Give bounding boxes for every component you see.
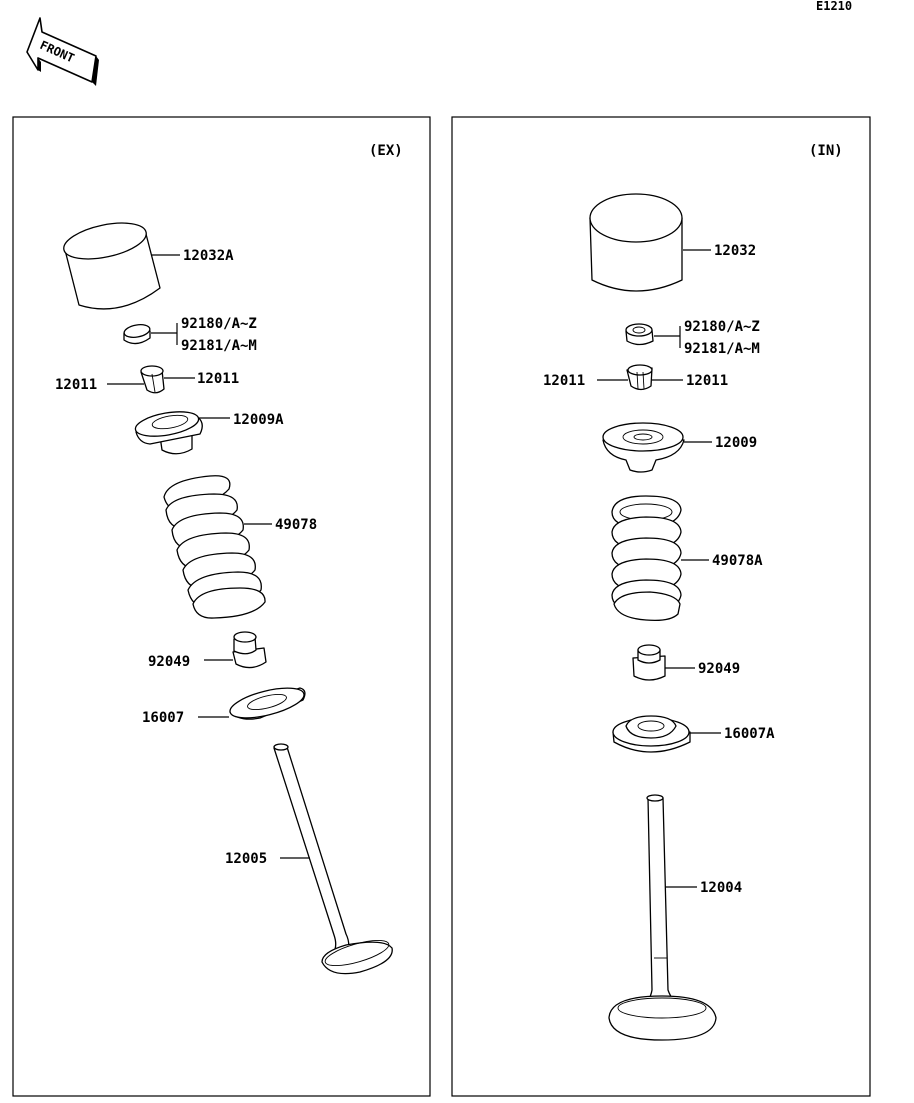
in-shim <box>625 323 654 346</box>
ex-shim <box>123 324 151 345</box>
ex-stem-seal-callout: 92049 <box>148 654 190 670</box>
ex-retainer-callout: 12009A <box>233 412 284 428</box>
in-tappet-callout: 12032 <box>714 243 756 259</box>
exhaust-panel-border <box>12 116 431 1097</box>
ex-cotter-callout-left: 12011 <box>55 377 97 393</box>
ex-stem-seal <box>232 631 267 669</box>
exhaust-heading: (EX) <box>369 143 403 159</box>
in-retainer-callout: 12009 <box>715 435 757 451</box>
ex-shim-callout-2: 92181/A~M <box>181 338 257 354</box>
intake-heading: (IN) <box>809 143 843 159</box>
in-tappet <box>589 193 683 292</box>
in-cotter-callout-left: 12011 <box>543 373 585 389</box>
in-valve-callout: 12004 <box>700 880 742 896</box>
ex-valve-callout: 12005 <box>225 851 267 867</box>
ex-cotter-callout-right: 12011 <box>197 371 239 387</box>
ex-shim-callout-1: 92180/A~Z <box>181 316 257 332</box>
in-shim-callout-1: 92180/A~Z <box>684 319 760 335</box>
in-spring-seat <box>612 715 691 753</box>
ex-spring <box>163 475 266 619</box>
ex-cotters <box>140 365 165 394</box>
ex-tappet-callout: 12032A <box>183 248 234 264</box>
in-cotter-callout-right: 12011 <box>686 373 728 389</box>
in-spring-seat-callout: 16007A <box>724 726 775 742</box>
intake-panel: (IN) 12032 92180/A~Z 92181/A~M 12011 120… <box>451 116 871 1097</box>
ex-tappet <box>63 222 161 310</box>
exhaust-panel: (EX) 12032A 92180/A~Z 92181/A~M 12011 12… <box>12 116 431 1097</box>
in-cotters <box>626 364 653 391</box>
in-valve <box>608 794 717 1041</box>
intake-panel-border <box>451 116 871 1097</box>
in-spring <box>611 495 682 622</box>
in-spring-callout: 49078A <box>712 553 763 569</box>
ex-retainer <box>134 411 203 455</box>
front-arrow-icon: FRONT <box>26 17 99 86</box>
in-stem-seal <box>632 644 666 681</box>
ex-spring-seat <box>229 687 306 720</box>
ex-valve <box>273 743 393 975</box>
ex-spring-seat-callout: 16007 <box>142 710 184 726</box>
in-retainer <box>602 422 685 473</box>
in-shim-callout-2: 92181/A~M <box>684 341 760 357</box>
in-stem-seal-callout: 92049 <box>698 661 740 677</box>
diagram-code: E1210 <box>816 0 852 13</box>
ex-spring-callout: 49078 <box>275 517 317 533</box>
